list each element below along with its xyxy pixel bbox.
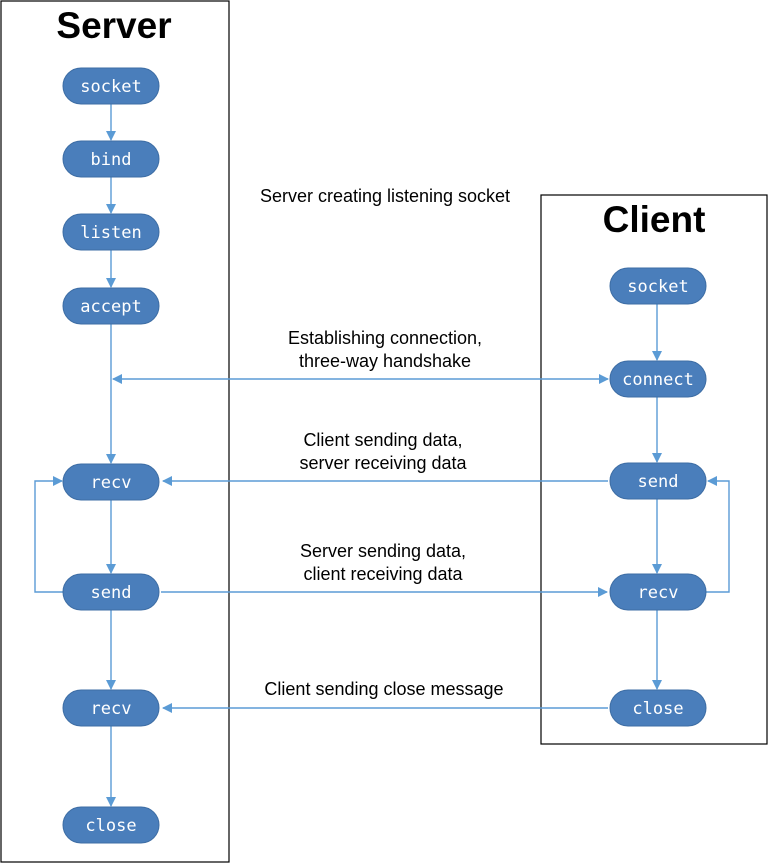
server-accept-node: accept xyxy=(62,287,160,325)
handshake-annotation-line1: Establishing connection, xyxy=(288,328,482,348)
server-recv-close-node: recv xyxy=(62,689,160,727)
client-send-label: send xyxy=(638,472,679,492)
handshake-annotation-line2: three-way handshake xyxy=(299,351,471,371)
server-close-label: close xyxy=(85,816,136,836)
client-connect-label: connect xyxy=(622,370,694,390)
client-socket-label: socket xyxy=(627,277,688,297)
server-recv-label: recv xyxy=(91,473,132,493)
server-title: Server xyxy=(56,5,171,46)
server-send-label: send xyxy=(91,583,132,603)
server-socket-label: socket xyxy=(80,77,141,97)
close-message-annotation: Client sending close message xyxy=(264,679,503,699)
server-send-node: send xyxy=(62,573,160,611)
server-socket-node: socket xyxy=(62,67,160,105)
server-recv-node: recv xyxy=(62,463,160,501)
client-send-annotation-line2: server receiving data xyxy=(299,453,467,473)
server-loop-arrow xyxy=(34,476,63,593)
server-bind-label: bind xyxy=(91,150,132,170)
client-recv-label: recv xyxy=(638,583,679,603)
listening-socket-annotation: Server creating listening socket xyxy=(260,186,510,206)
client-title: Client xyxy=(603,199,706,240)
server-panel xyxy=(0,0,230,863)
server-close-node: close xyxy=(62,806,160,844)
client-close-node: close xyxy=(609,689,707,727)
client-connect-node: connect xyxy=(609,360,707,398)
client-send-annotation-line1: Client sending data, xyxy=(303,430,462,450)
client-send-node: send xyxy=(609,462,707,500)
client-recv-node: recv xyxy=(609,573,707,611)
client-close-label: close xyxy=(632,699,683,719)
server-bind-node: bind xyxy=(62,140,160,178)
client-loop-arrow xyxy=(706,476,730,593)
server-send-annotation-line2: client receiving data xyxy=(303,564,463,584)
client-socket-node: socket xyxy=(609,267,707,305)
client-panel xyxy=(540,194,768,745)
server-accept-label: accept xyxy=(80,297,141,317)
server-send-annotation-line1: Server sending data, xyxy=(300,541,466,561)
server-listen-label: listen xyxy=(80,223,141,243)
server-listen-node: listen xyxy=(62,213,160,251)
server-recv2-label: recv xyxy=(91,699,132,719)
